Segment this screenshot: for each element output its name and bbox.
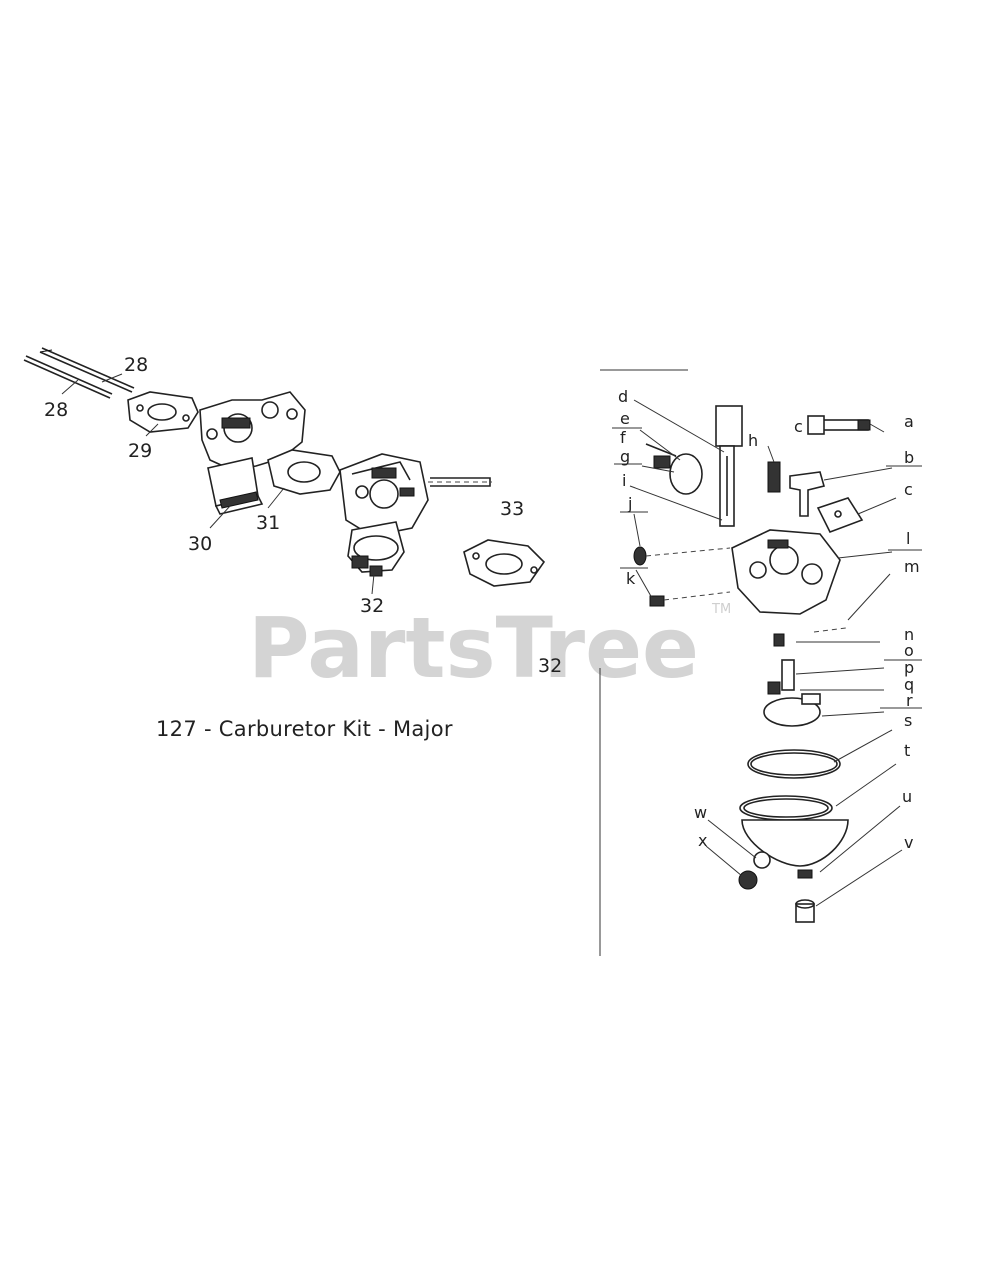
callout-q: q bbox=[904, 675, 914, 694]
callout-i: i bbox=[622, 471, 626, 490]
callout-p: p bbox=[904, 658, 914, 677]
callout-k: k bbox=[626, 569, 636, 588]
carburetor-32[interactable] bbox=[339, 453, 492, 577]
idle-screw-a[interactable] bbox=[807, 415, 871, 435]
callout-t: t bbox=[904, 741, 910, 760]
bolt-x[interactable] bbox=[738, 870, 758, 890]
callout-l: l bbox=[906, 529, 910, 548]
choke-shaft-d[interactable] bbox=[715, 405, 743, 527]
gasket-c[interactable] bbox=[816, 497, 864, 534]
callout-s: s bbox=[904, 711, 912, 730]
screw-j[interactable] bbox=[633, 546, 731, 566]
callout-v: v bbox=[904, 833, 913, 852]
float-bowl-u[interactable] bbox=[741, 819, 849, 879]
o-ring-t[interactable] bbox=[739, 795, 833, 821]
callout-j: j bbox=[627, 494, 632, 513]
callout-w: w bbox=[694, 803, 707, 822]
callout-c: c bbox=[904, 480, 913, 499]
float-r[interactable] bbox=[763, 693, 821, 727]
callout-a: a bbox=[904, 412, 914, 431]
throttle-plate-e[interactable] bbox=[653, 453, 703, 495]
watermark-tm: TM bbox=[711, 602, 731, 617]
callout-o: o bbox=[904, 641, 914, 660]
callout-d: d bbox=[618, 387, 628, 406]
stud-28-upper[interactable] bbox=[39, 347, 135, 393]
callout-e: e bbox=[620, 409, 630, 428]
callout-r: r bbox=[906, 691, 913, 710]
carburetor-body-l[interactable] bbox=[731, 529, 841, 615]
callout-32-center: 32 bbox=[538, 655, 562, 677]
callout-h: h bbox=[748, 431, 758, 450]
callout-x: x bbox=[698, 831, 707, 850]
washer-w[interactable] bbox=[753, 851, 771, 869]
screw-f-g[interactable] bbox=[645, 443, 677, 457]
callout-33: 33 bbox=[500, 498, 524, 520]
callout-b: b bbox=[904, 448, 914, 467]
callout-u: u bbox=[902, 787, 912, 806]
stud-28-lower[interactable] bbox=[23, 355, 113, 399]
bowl-nut-v[interactable] bbox=[795, 899, 815, 923]
carburetor-spacer-bracket[interactable] bbox=[199, 391, 306, 471]
watermark-text: PartsTree bbox=[248, 599, 699, 697]
diagram-caption: 127 - Carburetor Kit - Major bbox=[156, 717, 453, 741]
gasket-33[interactable] bbox=[463, 539, 546, 587]
callout-c-upper: c bbox=[794, 417, 803, 436]
gasket-31[interactable] bbox=[267, 449, 341, 495]
screw-k[interactable] bbox=[649, 591, 731, 607]
gasket-29[interactable] bbox=[127, 391, 199, 433]
main-jet-parts[interactable] bbox=[767, 627, 847, 695]
callout-32-left: 32 bbox=[360, 595, 384, 617]
air-filter-element-30[interactable] bbox=[207, 457, 264, 515]
callout-30: 30 bbox=[188, 533, 212, 555]
callout-29: 29 bbox=[128, 440, 152, 462]
callout-f: f bbox=[620, 428, 626, 447]
lever-b[interactable] bbox=[789, 471, 825, 517]
callout-n: n bbox=[904, 625, 914, 644]
callout-m: m bbox=[904, 557, 920, 576]
callout-leaders-right bbox=[612, 399, 922, 907]
callout-g: g bbox=[620, 447, 630, 466]
callout-31: 31 bbox=[256, 512, 280, 534]
callout-28-upper: 28 bbox=[124, 354, 148, 376]
gasket-s[interactable] bbox=[747, 749, 841, 779]
spring-h[interactable] bbox=[767, 461, 781, 493]
callout-28-lower: 28 bbox=[44, 399, 68, 421]
